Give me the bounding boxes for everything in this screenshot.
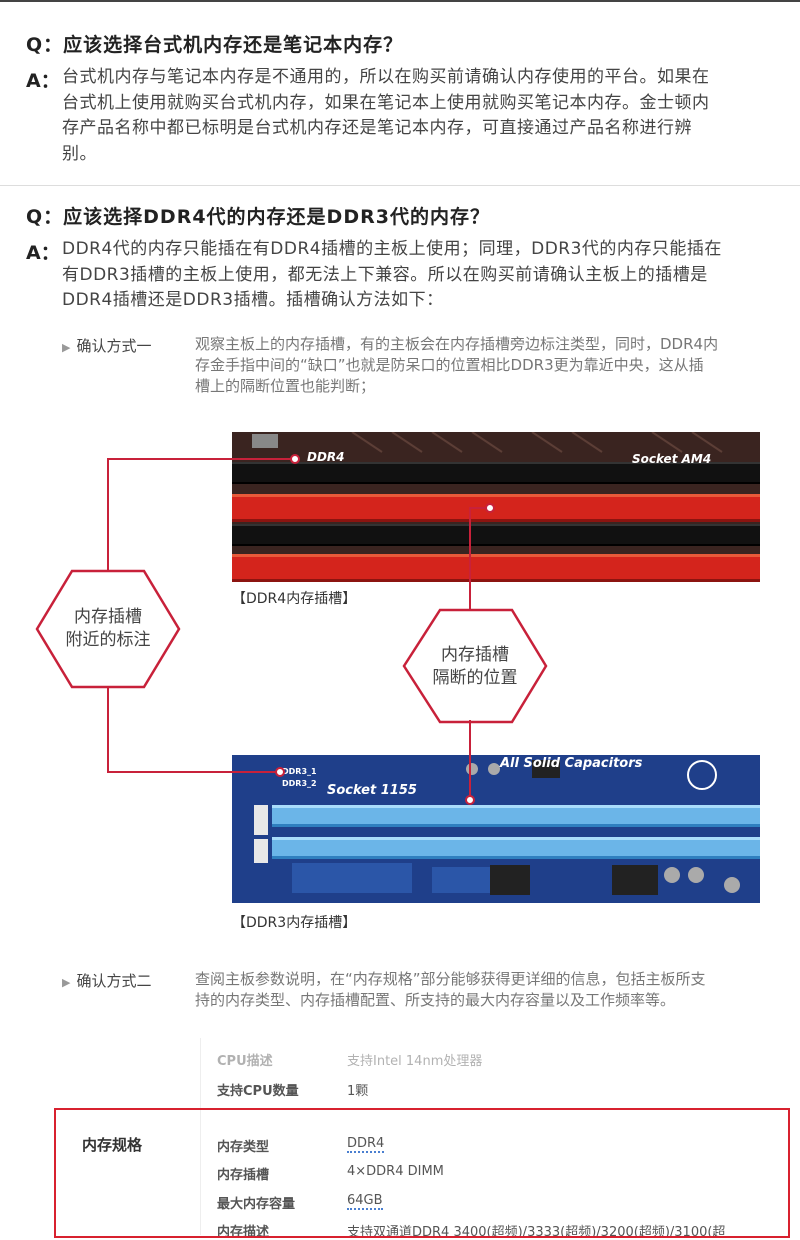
answer-1-text: 台式机内存与笔记本内存是不通用的，所以在购买前请确认内存使用的平台。如果在 台式…: [62, 65, 774, 167]
spec-key: 最大内存容量: [217, 1197, 296, 1212]
spec-column-divider: [200, 1038, 201, 1235]
highlight-box: [54, 1108, 790, 1238]
ddr3-slot-blue-1: [272, 805, 760, 827]
hex-line: 隔断的位置: [432, 668, 518, 688]
ddr3-2-label: DDR3_2: [282, 779, 317, 788]
triangle-icon: ▶: [62, 976, 71, 989]
ddr3-1-label: DDR3_1: [282, 767, 317, 776]
spec-key: 内存类型: [217, 1140, 270, 1155]
method-2-label: ▶ 确认方式二: [62, 970, 151, 991]
socket-am4-label: Socket AM4: [632, 452, 712, 466]
chip: [252, 434, 278, 448]
top-border: [0, 0, 800, 2]
hex-line: 内存插槽: [74, 607, 142, 627]
socket-1155-label: Socket 1155: [327, 783, 417, 798]
answer-line: DDR4插槽还是DDR3插槽。插槽确认方法如下：: [62, 290, 444, 310]
spec-value-link[interactable]: 64GB: [347, 1193, 383, 1210]
method-2-label-text: 确认方式二: [76, 972, 152, 990]
answer-line: 台式机内存与笔记本内存是不通用的，所以在购买前请确认内存使用的平台。如果在: [62, 67, 710, 87]
answer-line: DDR4代的内存只能插在有DDR4插槽的主板上使用；同理，DDR3代的内存只能插…: [62, 239, 722, 259]
ddr4-slot-black-1: [232, 462, 760, 484]
hex-line: 附近的标注: [65, 630, 151, 650]
spec-table: CPU描述 支持Intel 14nm处理器 支持CPU数量 1颗 内存规格 内存…: [62, 1038, 790, 1240]
method-1-label: ▶ 确认方式一: [62, 335, 151, 356]
method-1-text: 观察主板上的内存插槽，有的主板会在内存插槽旁边标注类型，同时，DDR4内 存金手…: [195, 334, 775, 397]
hexagon-left-label: 内存插槽 附近的标注: [48, 606, 168, 652]
ddr3-caption: 【DDR3内存插槽】: [232, 915, 357, 931]
method-2-text: 查阅主板参数说明，在“内存规格”部分能够获得更详细的信息，包括主板所支 持的内存…: [195, 969, 775, 1011]
answer-line: 存产品名称中都已标明是台式机内存还是笔记本内存，可直接通过产品名称进行辨: [62, 118, 692, 138]
capacitors-label: All Solid Capacitors: [500, 756, 643, 771]
question-1: Q：应该选择台式机内存还是笔记本内存？: [26, 34, 404, 56]
spec-key: 内存插槽: [217, 1168, 270, 1183]
spec-key: CPU描述: [217, 1054, 273, 1069]
ddr4-board-photo: DDR4 Socket AM4: [232, 432, 760, 582]
method-1-label-text: 确认方式一: [76, 337, 152, 355]
spec-value-link[interactable]: DDR4: [347, 1136, 385, 1153]
answer-line: 有DDR3插槽的主板上使用，都无法上下兼容。所以在购买前请确认主板上的插槽是: [62, 264, 708, 285]
method-line: 观察主板上的内存插槽，有的主板会在内存插槽旁边标注类型，同时，DDR4内: [195, 335, 719, 353]
answer-line: 台式机上使用就购买台式机内存，如果在笔记本上使用就购买笔记本内存。金士顿内: [62, 92, 710, 113]
ddr4-caption: 【DDR4内存插槽】: [232, 591, 357, 607]
ddr3-board-photo: DDR3_1 DDR3_2 Socket 1155 All Solid Capa…: [232, 755, 760, 903]
ddr4-slot-red-2: [232, 554, 760, 582]
method-line: 查阅主板参数说明，在“内存规格”部分能够获得更详细的信息，包括主板所支: [195, 970, 706, 988]
ddr4-slot-black-2: [232, 524, 760, 546]
answer-1-label: A：: [26, 70, 60, 92]
ddr4-board-label: DDR4: [307, 450, 345, 464]
triangle-icon: ▶: [62, 341, 71, 354]
spec-key: 支持CPU数量: [217, 1084, 299, 1099]
hexagon-right-label: 内存插槽 隔断的位置: [415, 644, 535, 690]
spec-section-title: 内存规格: [82, 1136, 143, 1154]
method-line: 槽上的隔断位置也能判断；: [195, 377, 376, 395]
answer-2-label: A：: [26, 242, 60, 264]
ddr3-slot-blue-2: [272, 837, 760, 859]
board-texture: [252, 432, 723, 453]
spec-value: 1颗: [347, 1084, 369, 1099]
question-2: Q：应该选择DDR4代的内存还是DDR3代的内存？: [26, 206, 490, 228]
spec-value: 4×DDR4 DIMM: [347, 1164, 444, 1179]
ddr4-slot-red-1: [232, 494, 760, 522]
method-line: 存金手指中间的“缺口”也就是防呆口的位置相比DDR3更为靠近中央，这从插: [195, 356, 704, 374]
board-texture: [254, 760, 740, 895]
method-line: 持的内存类型、内存插槽配置、所支持的最大内存容量以及工作频率等。: [195, 991, 676, 1009]
section-divider: [0, 185, 800, 186]
spec-value: 支持Intel 14nm处理器: [347, 1054, 483, 1069]
answer-2-text: DDR4代的内存只能插在有DDR4插槽的主板上使用；同理，DDR3代的内存只能插…: [62, 237, 774, 314]
hex-line: 内存插槽: [441, 645, 509, 665]
answer-line: 别。: [62, 143, 97, 164]
